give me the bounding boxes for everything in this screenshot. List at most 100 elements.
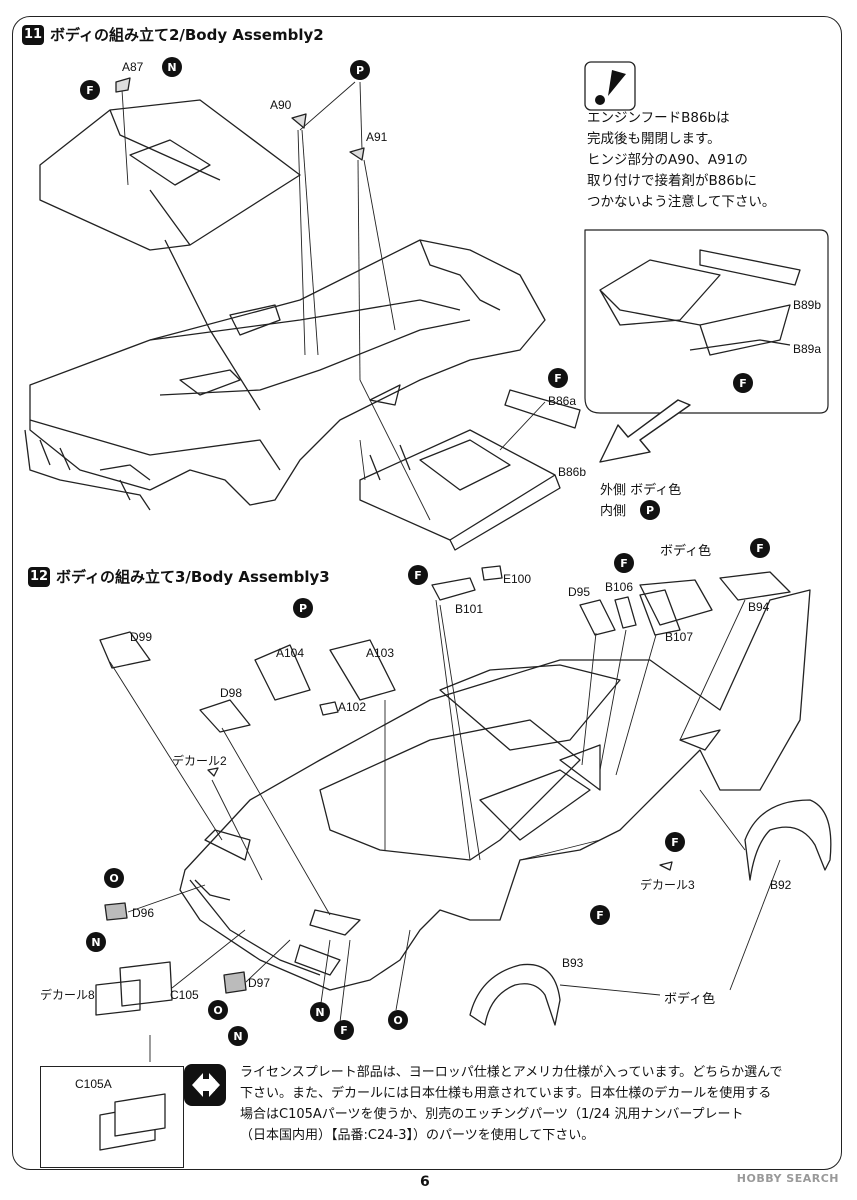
label-a103: A103 — [366, 646, 395, 660]
label-c105: C105 — [170, 988, 199, 1002]
direction-arrow — [599, 399, 691, 463]
part-decal3 — [659, 861, 673, 871]
part-b92 — [744, 799, 832, 881]
badge-o: O — [104, 868, 124, 888]
part-a104 — [254, 644, 311, 701]
exclamation-icon-shape — [584, 61, 636, 111]
label-a104: A104 — [276, 646, 305, 660]
label-d98: D98 — [220, 686, 243, 700]
badge-p: P — [350, 60, 370, 80]
label-b92: B92 — [770, 878, 792, 892]
part-c105a-b — [114, 1093, 166, 1137]
label-body-color-top: ボディ色 — [660, 543, 712, 558]
part-e100 — [481, 565, 503, 581]
label-b93: B93 — [562, 956, 584, 970]
caution-line: ヒンジ部分のA90、A91の — [587, 152, 748, 168]
label-body-color-bottom: ボディ色 — [664, 991, 716, 1006]
badge-p: P — [640, 500, 660, 520]
label-d96: D96 — [132, 906, 155, 920]
step11-upper-hood — [39, 99, 301, 411]
label-a87: A87 — [122, 60, 144, 74]
step11-guide-lines — [121, 81, 546, 521]
part-a91 — [349, 147, 365, 161]
watermark: HOBBY SEARCH — [736, 1172, 839, 1185]
part-d97 — [223, 971, 247, 994]
part-a87 — [115, 77, 131, 93]
license-line: 場合はC105Aパーツを使うか、別売のエッチングパーツ（1/24 汎用ナンバープ… — [240, 1107, 744, 1122]
part-b101 — [431, 577, 476, 601]
label-b89a: B89a — [793, 342, 822, 356]
badge-o: O — [388, 1010, 408, 1030]
part-d99 — [99, 631, 151, 669]
label-b94: B94 — [748, 600, 770, 614]
label-c105a: C105A — [75, 1077, 112, 1091]
part-a103 — [329, 639, 396, 701]
label-decal2: デカール2 — [172, 754, 227, 768]
part-a102 — [319, 701, 339, 716]
license-note: ライセンスプレート部品は、ヨーロッパ仕様とアメリカ仕様が入っています。どちらか選… — [240, 1062, 783, 1146]
caution-note: エンジンフードB86bは 完成後も開閉します。 ヒンジ部分のA90、A91の 取… — [587, 108, 775, 213]
step12-header: 12 ボディの組み立て3/Body Assembly3 — [28, 566, 330, 587]
badge-p: P — [293, 598, 313, 618]
c105a-option-box: C105A — [40, 1066, 184, 1168]
paint-inner: 内側 — [600, 504, 627, 519]
page-frame — [12, 16, 842, 1170]
step12-car-body — [179, 589, 811, 991]
part-c105 — [119, 961, 173, 1007]
step12-number: 12 — [28, 566, 50, 587]
label-d95: D95 — [568, 585, 591, 599]
swap-arrows-icon-shape — [184, 1064, 226, 1106]
label-decal8: デカール8 — [40, 988, 95, 1002]
part-d98 — [199, 699, 251, 733]
label-a91: A91 — [366, 130, 388, 144]
part-b94 — [719, 571, 791, 601]
badge-f: F — [590, 905, 610, 925]
step12-guide-lines — [109, 599, 781, 1062]
step12-title: ボディの組み立て3/Body Assembly3 — [56, 568, 330, 586]
paint-outer: 外側 ボディ色 — [600, 483, 682, 498]
part-b106 — [614, 596, 637, 629]
badge-f: F — [665, 832, 685, 852]
license-line: 下さい。また、デカールには日本仕様も用意されています。日本仕様のデカールを使用す… — [240, 1086, 772, 1101]
license-line: ライセンスプレート部品は、ヨーロッパ仕様とアメリカ仕様が入っています。どちらか選… — [240, 1065, 783, 1080]
part-body-piece — [639, 579, 713, 626]
badge-n: N — [228, 1026, 248, 1046]
caution-line: 完成後も開閉します。 — [587, 131, 721, 147]
part-b93 — [469, 963, 561, 1026]
badge-f: F — [80, 80, 100, 100]
badge-f: F — [614, 553, 634, 573]
step11-number: 11 — [22, 24, 44, 45]
label-b89b: B89b — [793, 298, 822, 312]
badge-f: F — [750, 538, 770, 558]
badge-n: N — [310, 1002, 330, 1022]
label-a90: A90 — [270, 98, 292, 112]
badge-n: N — [86, 932, 106, 952]
label-d99: D99 — [130, 630, 153, 644]
caution-line: つかないよう注意して下さい。 — [587, 194, 776, 210]
part-decal2 — [207, 767, 219, 777]
label-b86b: B86b — [558, 465, 587, 479]
label-a102: A102 — [338, 700, 367, 714]
step11-header: 11 ボディの組み立て2/Body Assembly2 — [22, 24, 324, 45]
badge-f: F — [408, 565, 428, 585]
part-decal8 — [95, 979, 141, 1016]
paint-note: 外側 ボディ色 内側 — [600, 480, 681, 522]
badge-f: F — [334, 1020, 354, 1040]
label-b101: B101 — [455, 602, 484, 616]
part-d96 — [104, 902, 128, 921]
label-d97: D97 — [248, 976, 271, 990]
step11-title: ボディの組み立て2/Body Assembly2 — [50, 26, 324, 44]
step11-hood-b86b — [359, 429, 561, 551]
detail-inset — [584, 229, 829, 414]
caution-line: 取り付けで接着剤がB86bに — [587, 173, 758, 189]
part-b107 — [639, 589, 681, 636]
part-a90 — [291, 113, 307, 129]
license-line: （日本国内用）【品番:C24-3】）のパーツを使用して下さい。 — [240, 1128, 595, 1143]
label-b106: B106 — [605, 580, 634, 594]
label-b107: B107 — [665, 630, 694, 644]
badge-o: O — [208, 1000, 228, 1020]
badge-f: F — [548, 368, 568, 388]
badge-n: N — [162, 57, 182, 77]
part-d95 — [579, 599, 616, 636]
badge-f: F — [733, 373, 753, 393]
